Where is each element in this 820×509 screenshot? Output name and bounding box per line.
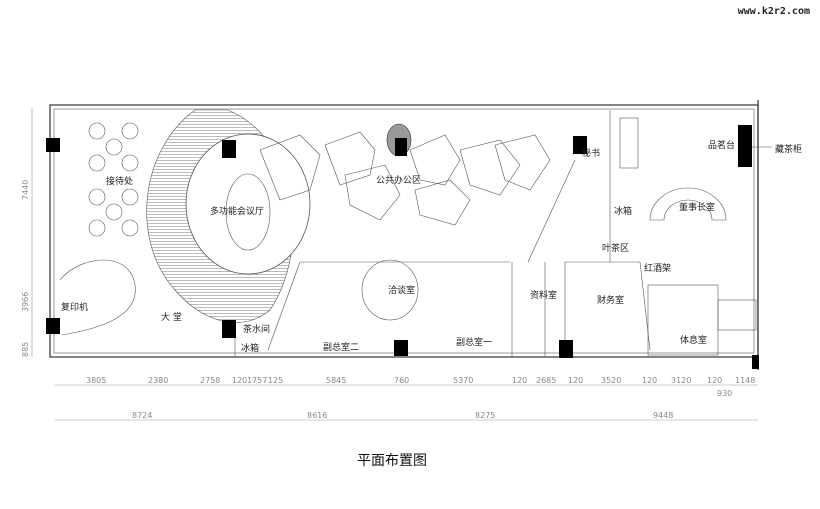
dim-3: 2758 [200,376,220,385]
dim-left-3: 885 [21,342,30,357]
dim-14: 120 [642,376,657,385]
label-fridge-right: 冰箱 [614,205,632,217]
dim-total-4: 9448 [653,411,673,420]
dim-extra: 930 [717,389,732,398]
dim-8: 760 [394,376,409,385]
partitions [234,110,757,357]
reception-seating [88,122,139,237]
watermark: www.k2r2.com [737,6,810,17]
label-rest-room: 体息室 [680,334,707,346]
dim-total-2: 8616 [307,411,327,420]
outer-walls [49,100,759,370]
label-open-office: 公共办公区 [376,174,421,186]
dim-total-1: 8724 [132,411,152,420]
label-tea-area: 叶茶区 [602,242,629,254]
label-copier: 复印机 [61,301,88,313]
dim-4: 120 [232,376,247,385]
dim-2: 2380 [148,376,168,385]
label-conference: 多功能会议厅 [210,205,264,217]
plan-title: 平面布置图 [357,453,427,469]
dim-5: 1757 [247,376,267,385]
label-secretary: 秘书 [582,147,600,159]
dim-6: 125 [268,376,283,385]
dim-11: 2685 [536,376,556,385]
dim-1: 3805 [86,376,106,385]
structural-columns [46,125,759,369]
label-vp-one: 副总室一 [456,336,492,348]
label-fridge-left: 冰箱 [241,342,259,354]
label-lobby: 大 堂 [161,311,182,323]
dim-10: 120 [512,376,527,385]
dim-left-1: 7440 [21,180,30,200]
dim-7: 5845 [326,376,346,385]
dim-16: 120 [707,376,722,385]
front-desk [59,259,136,336]
label-wine-rack: 红酒架 [644,262,671,274]
dim-9: 5370 [453,376,473,385]
label-chairman: 董事长室 [679,201,715,213]
room-labels: 接待处 多功能会议厅 公共办公区 秘书 品茗台 藏茶柜 董事长室 冰箱 叶茶区 … [61,139,802,354]
dim-17: 1148 [735,376,755,385]
lobby-floor [146,109,311,323]
dim-15: 3120 [671,376,691,385]
label-reception: 接待处 [106,175,133,187]
label-pantry: 茶水间 [243,323,270,335]
label-vp-two: 副总室二 [323,341,359,353]
label-tea-cabinet: 藏茶柜 [775,143,802,155]
dim-total-3: 8275 [475,411,495,420]
dimension-lines: 3805 2380 2758 120 1757 125 5845 760 537… [21,108,758,421]
dim-13: 3520 [601,376,621,385]
label-finance: 财务室 [597,294,624,306]
dim-12: 120 [568,376,583,385]
label-negotiation: 洽谈室 [388,284,415,296]
label-tea-table: 品茗台 [708,139,735,151]
label-archive: 资料室 [530,289,557,301]
dim-left-2: 3966 [21,292,30,312]
